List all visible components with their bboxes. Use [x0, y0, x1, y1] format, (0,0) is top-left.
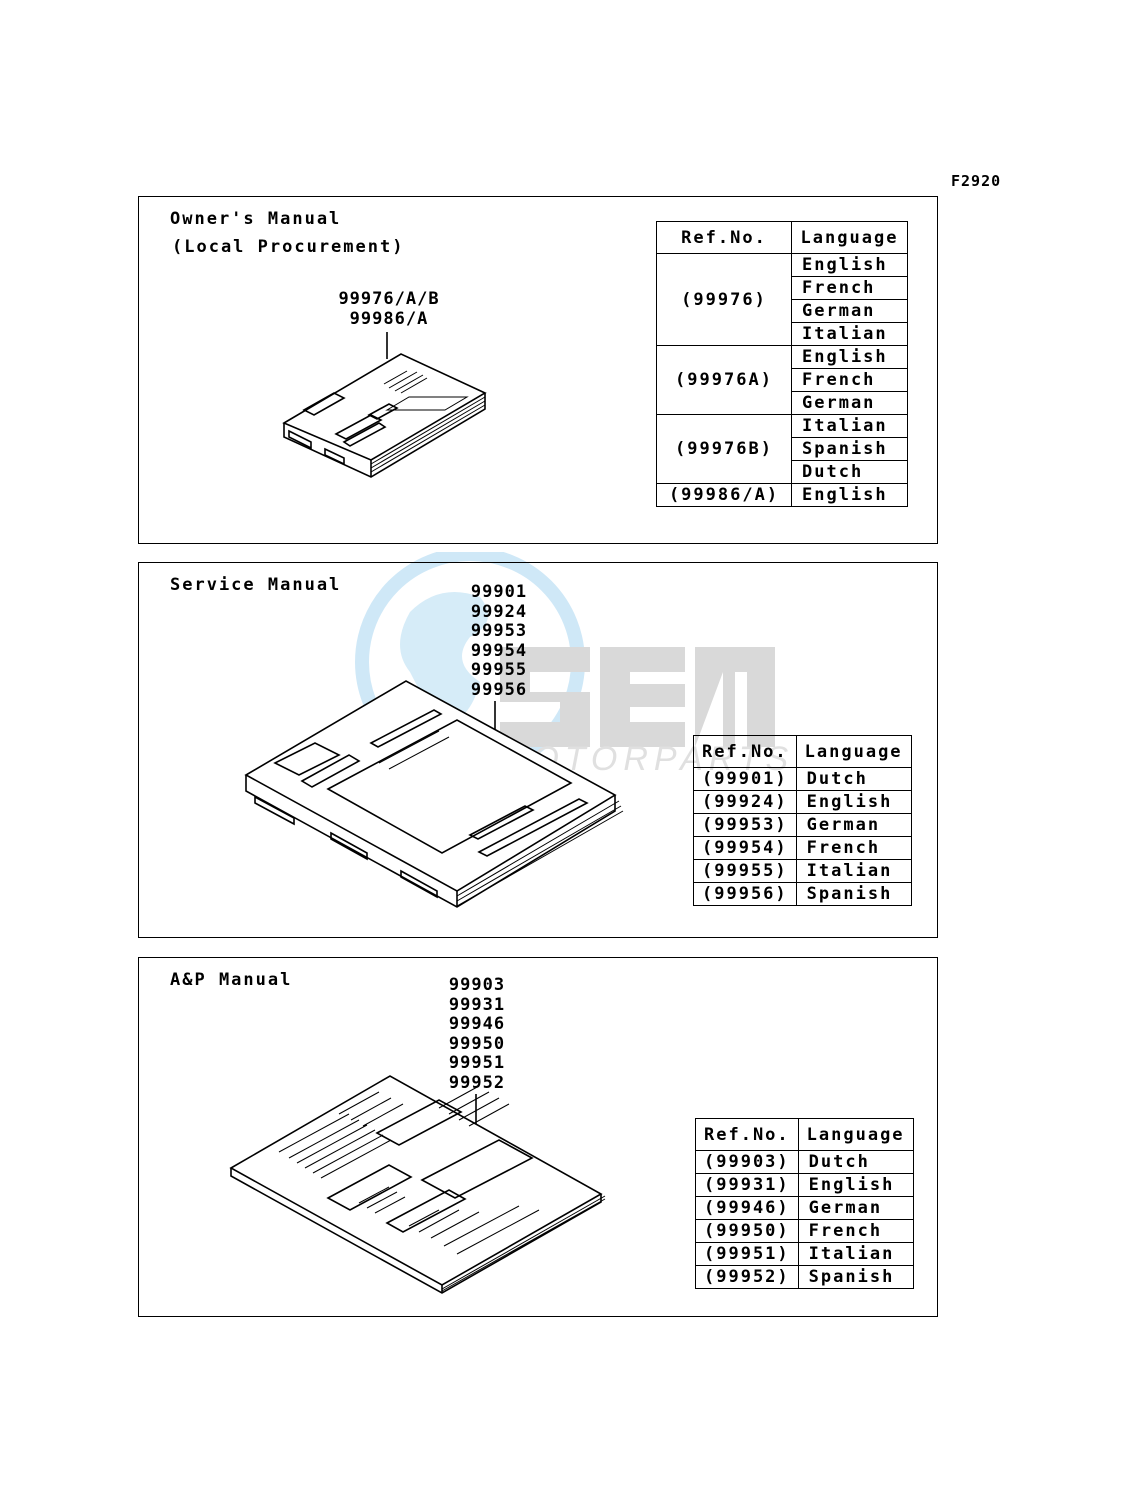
ref-cell: (99976) [656, 253, 792, 346]
language-cell: Spanish [797, 1265, 914, 1289]
language-cell: French [797, 1219, 914, 1243]
language-cell: English [797, 1173, 914, 1197]
ref-cell: (99986/A) [656, 483, 792, 507]
language-cell: Italian [791, 322, 908, 346]
ref-cell: (99976B) [656, 414, 792, 484]
part-ref: 99952 [448, 1072, 506, 1093]
service-manual-title: Service Manual [170, 575, 342, 595]
language-cell: Dutch [791, 460, 908, 484]
figure-code: F2920 [951, 172, 1002, 190]
part-ref: 99950 [448, 1033, 506, 1054]
part-ref: 99901 [470, 582, 528, 602]
service-manual-illustration [244, 680, 624, 908]
language-cell: German [797, 1196, 914, 1220]
language-cell: English [795, 790, 912, 814]
language-cell: Dutch [797, 1150, 914, 1174]
part-ref: 99955 [470, 660, 528, 680]
owners-manual-title: Owner's Manual [170, 209, 342, 229]
service-manual-panel: Service Manual 99901 99924 99953 99954 9… [138, 562, 938, 938]
language-cell: Spanish [795, 882, 912, 906]
part-ref: 99976/A/B [338, 289, 440, 309]
ref-cell: (99901) [693, 767, 797, 791]
part-ref: 99931 [448, 994, 506, 1015]
service-ref-table: Ref.No. Language (99901)Dutch (99924)Eng… [693, 735, 912, 906]
owners-manual-illustration [282, 332, 487, 478]
ref-no-header: Ref.No. [693, 735, 797, 768]
part-ref: 99956 [470, 679, 528, 700]
service-part-refs: 99901 99924 99953 99954 99955 99956 [459, 582, 539, 700]
part-ref: 99954 [470, 640, 528, 661]
owners-manual-subtitle: (Local Procurement) [172, 237, 405, 257]
ref-cell: (99955) [693, 859, 797, 883]
language-cell: English [791, 253, 908, 277]
owners-ref-table: Ref.No. Language (99976) English French … [656, 221, 908, 507]
language-header: Language [795, 735, 912, 768]
ref-cell: (99954) [693, 836, 797, 860]
ref-cell: (99952) [695, 1265, 799, 1289]
ap-manual-illustration [229, 1075, 606, 1294]
ref-cell: (99946) [695, 1196, 799, 1220]
language-cell: English [791, 483, 908, 507]
language-cell: French [795, 836, 912, 860]
ap-ref-table: Ref.No. Language (99903)Dutch (99931)Eng… [695, 1118, 914, 1289]
language-cell: Italian [797, 1242, 914, 1266]
ref-no-header: Ref.No. [656, 221, 792, 254]
part-ref: 99924 [470, 601, 528, 622]
part-ref: 99903 [448, 975, 506, 995]
ref-cell: (99903) [695, 1150, 799, 1174]
language-cell: German [791, 391, 908, 415]
part-ref: 99986/A [349, 308, 429, 329]
language-cell: Spanish [791, 437, 908, 461]
language-cell: Italian [795, 859, 912, 883]
language-cell: Italian [791, 414, 908, 438]
ap-manual-title: A&P Manual [170, 970, 293, 990]
ref-cell: (99976A) [656, 345, 792, 415]
ref-cell: (99956) [693, 882, 797, 906]
owners-part-refs: 99976/A/B 99986/A [329, 289, 449, 329]
ap-part-refs: 99903 99931 99946 99950 99951 99952 [437, 975, 517, 1093]
ref-cell: (99924) [693, 790, 797, 814]
ref-no-header: Ref.No. [695, 1118, 799, 1151]
part-ref: 99951 [448, 1053, 506, 1073]
ap-manual-panel: A&P Manual 99903 99931 99946 99950 99951… [138, 957, 938, 1317]
ref-cell: (99951) [695, 1242, 799, 1266]
language-cell: French [791, 368, 908, 392]
language-header: Language [791, 221, 908, 254]
language-cell: French [791, 276, 908, 300]
language-cell: Dutch [795, 767, 912, 791]
language-cell: English [791, 345, 908, 369]
language-cell: German [795, 813, 912, 837]
part-ref: 99946 [448, 1014, 506, 1034]
ref-cell: (99953) [693, 813, 797, 837]
part-ref: 99953 [470, 621, 528, 641]
ref-cell: (99931) [695, 1173, 799, 1197]
language-header: Language [797, 1118, 914, 1151]
ref-cell: (99950) [695, 1219, 799, 1243]
owners-manual-panel: Owner's Manual (Local Procurement) 99976… [138, 196, 938, 544]
language-cell: German [791, 299, 908, 323]
